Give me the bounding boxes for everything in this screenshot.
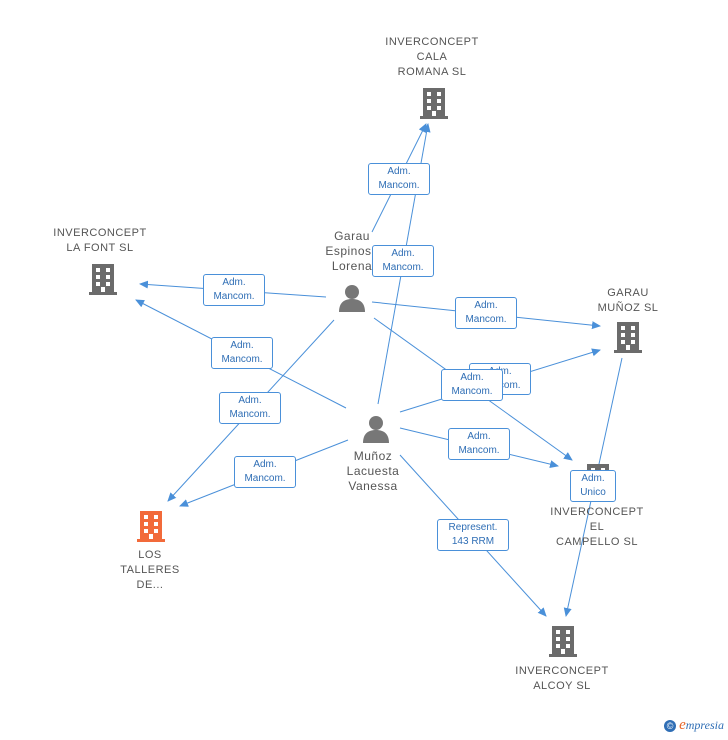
person-icon [339, 285, 365, 312]
brand-name: mpresia [685, 718, 724, 732]
building-icon [420, 88, 448, 119]
node-label: INVERCONCEPT EL CAMPELLO SL [550, 506, 644, 548]
node-label: GARAU MUÑOZ SL [597, 287, 659, 314]
person-icon [363, 416, 389, 443]
edge-label[interactable]: Adm.Mancom. [368, 163, 430, 195]
node-label: INVERCONCEPT LA FONT SL [53, 227, 147, 254]
edge-label[interactable]: Adm.Mancom. [448, 428, 510, 460]
empresia-credit[interactable]: © empresia [664, 717, 724, 734]
building-icon [549, 626, 577, 657]
edge-label[interactable]: Adm.Mancom. [234, 456, 296, 488]
copyright-icon: © [664, 720, 677, 732]
node-label: Garau Espinosa Lorena [325, 229, 379, 273]
brand-initial: e [679, 717, 686, 733]
node-label: INVERCONCEPT CALA ROMANA SL [385, 36, 479, 78]
node-label: Muñoz Lacuesta Vanessa [346, 449, 400, 493]
edge-label[interactable]: Adm.Mancom. [372, 245, 434, 277]
building-icon [89, 264, 117, 295]
edge-label[interactable]: Adm.Mancom. [441, 369, 503, 401]
node-label: INVERCONCEPT ALCOY SL [515, 665, 609, 692]
edge-label[interactable]: Adm.Mancom. [219, 392, 281, 424]
edge-label[interactable]: Adm.Mancom. [211, 337, 273, 369]
edge-label[interactable]: Adm.Mancom. [455, 297, 517, 329]
edge-label[interactable]: Represent.143 RRM [437, 519, 509, 551]
edge-label[interactable]: Adm.Mancom. [203, 274, 265, 306]
node-label: LOS TALLERES DE... [120, 549, 180, 591]
building-icon [137, 511, 165, 542]
building-icon [614, 322, 642, 353]
edge-label[interactable]: Adm.Unico [570, 470, 616, 502]
